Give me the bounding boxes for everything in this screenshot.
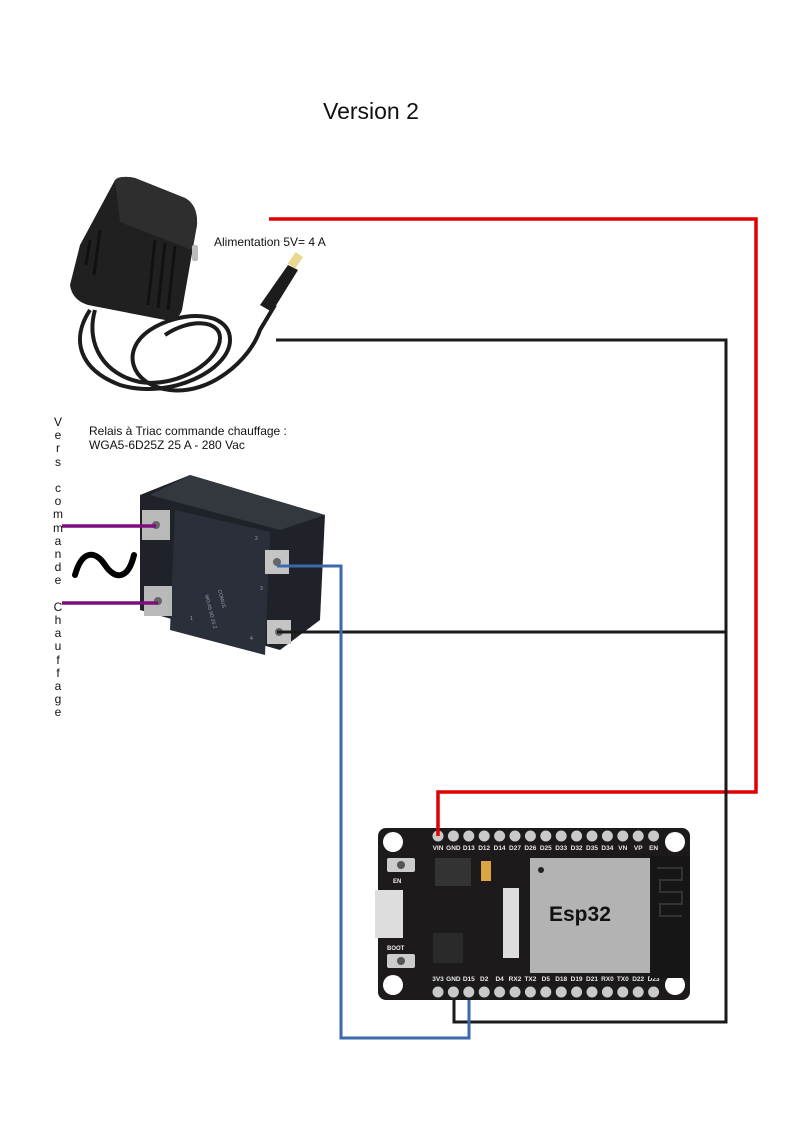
bottom-pin-d22 — [632, 986, 644, 998]
solid-state-relay-icon: COMUS WG A5 6D 25 Z 1 2 3 4 — [140, 475, 325, 655]
bottom-pin-tx2 — [524, 986, 536, 998]
top-pin-label: D12 — [478, 845, 490, 852]
bottom-pin-d18 — [555, 986, 567, 998]
top-pin-en — [648, 830, 660, 842]
top-pin-label: VN — [618, 845, 627, 852]
page-title: Version 2 — [323, 98, 419, 124]
bottom-pin-d15 — [463, 986, 475, 998]
top-pin-d26 — [524, 830, 536, 842]
side-label-vers-commande-chauffage: V e r s c o m m a n d e C h a u f f a g … — [53, 415, 63, 720]
bottom-pin-d4 — [494, 986, 506, 998]
top-pin-d35 — [586, 830, 598, 842]
bottom-pin-label: RX2 — [509, 976, 522, 983]
top-pin-gnd — [447, 830, 459, 842]
bottom-pin-rx0 — [601, 986, 613, 998]
power-adapter-icon — [70, 176, 304, 393]
top-pin-d34 — [601, 830, 613, 842]
top-pin-d14 — [494, 830, 506, 842]
bottom-pin-label: D15 — [463, 976, 475, 983]
bottom-pin-label: TX0 — [617, 976, 629, 983]
top-pin-label: D32 — [571, 845, 583, 852]
relay-label-line1: Relais à Triac commande chauffage : — [89, 424, 287, 438]
top-pin-d12 — [478, 830, 490, 842]
top-pin-vn — [617, 830, 629, 842]
usb-port — [375, 890, 403, 938]
top-pin-d33 — [555, 830, 567, 842]
wire-ground-psu — [276, 338, 728, 1024]
bottom-pin-d23 — [648, 986, 660, 998]
bottom-pin-label: GND — [446, 976, 461, 983]
wire-5v-positive — [269, 217, 758, 836]
esp-wroom-module — [530, 858, 650, 973]
bottom-pin-rx2 — [509, 986, 521, 998]
top-pin-label: D14 — [494, 845, 506, 852]
bottom-pin-label: RX0 — [601, 976, 614, 983]
bottom-pin-label: D18 — [555, 976, 567, 983]
bottom-pin-label: D21 — [586, 976, 598, 983]
relay-terminal-label-4: 4 — [250, 636, 253, 642]
top-pin-label: GND — [446, 845, 461, 852]
bottom-pin-3v3 — [432, 986, 444, 998]
bottom-pin-label: D5 — [542, 976, 551, 983]
top-pin-d32 — [571, 830, 583, 842]
bottom-pin-label: TX2 — [524, 976, 536, 983]
top-pin-label: D27 — [509, 845, 521, 852]
wire-signal-d15 — [277, 564, 471, 1040]
relay-label: Relais à Triac commande chauffage : WGA5… — [89, 424, 287, 452]
en-button-label: EN — [393, 879, 401, 885]
top-pin-label: VP — [634, 845, 643, 852]
relay-brand: COMUS — [216, 589, 226, 609]
top-pin-label: D33 — [555, 845, 567, 852]
top-pin-label: D26 — [524, 845, 536, 852]
bottom-pin-label: 3V3 — [432, 976, 444, 983]
boot-button-label: BOOT — [387, 946, 405, 952]
bottom-pin-d19 — [571, 986, 583, 998]
top-pin-label: D35 — [586, 845, 598, 852]
top-pin-label: D13 — [463, 845, 475, 852]
top-pin-label: D34 — [601, 845, 613, 852]
bottom-pin-label: D2 — [480, 976, 489, 983]
top-pin-label: D25 — [540, 845, 552, 852]
relay-label-line2: WGA5-6D25Z 25 A - 280 Vac — [89, 438, 245, 452]
bottom-pin-tx0 — [617, 986, 629, 998]
bottom-pin-label: D4 — [495, 976, 504, 983]
top-pin-d27 — [509, 830, 521, 842]
relay-terminal-label-3: 3 — [260, 586, 263, 592]
ac-sine-symbol-icon — [72, 551, 137, 579]
top-pin-d25 — [540, 830, 552, 842]
relay-terminal-label-2: 2 — [255, 536, 258, 542]
power-supply-label: Alimentation 5V= 4 A — [214, 235, 326, 249]
bottom-pin-d5 — [540, 986, 552, 998]
bottom-pin-d2 — [478, 986, 490, 998]
top-pin-vp — [632, 830, 644, 842]
top-pin-d13 — [463, 830, 475, 842]
bottom-pin-label: D22 — [632, 976, 644, 983]
top-pin-label: EN — [649, 845, 658, 852]
bottom-pin-d21 — [586, 986, 598, 998]
relay-terminal-label-1: 1 — [190, 616, 193, 622]
esp32-label: Esp32 — [549, 903, 611, 926]
bottom-pin-label: D23 — [648, 976, 660, 983]
bottom-pin-gnd — [447, 986, 459, 998]
bottom-pin-label: D19 — [571, 976, 583, 983]
top-pin-label: VIN — [433, 845, 444, 852]
